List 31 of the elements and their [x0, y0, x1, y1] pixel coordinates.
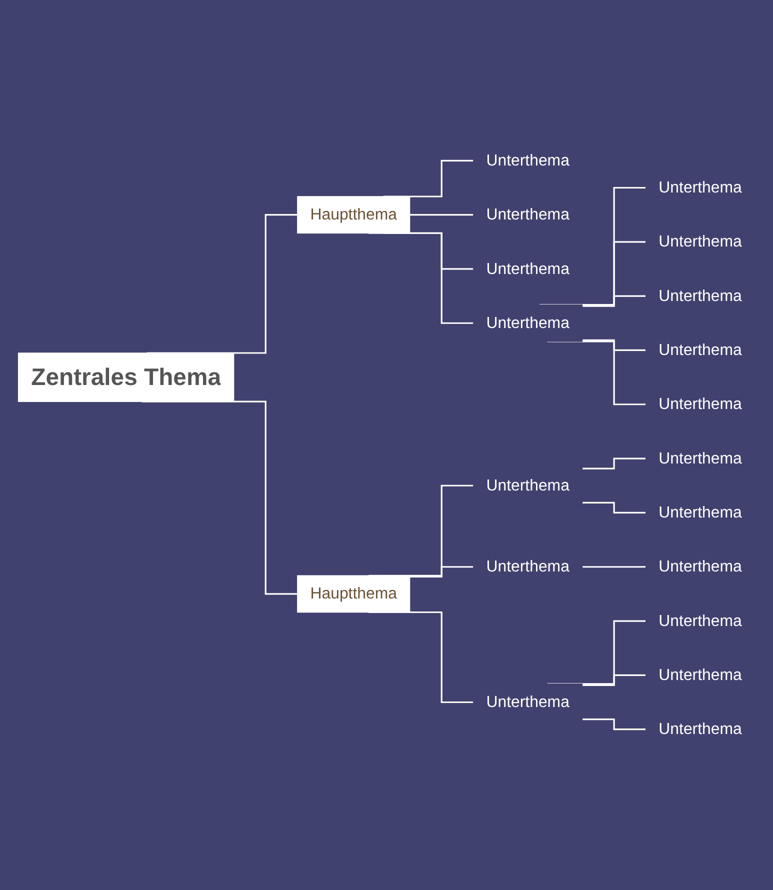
node-text: Unterthema — [486, 206, 570, 224]
node-text: Unterthema — [486, 476, 570, 494]
node-box: Hauptthema — [297, 575, 410, 613]
node-text: Unterthema — [658, 341, 742, 359]
connector — [582, 458, 647, 470]
node-text: Unterthema — [658, 612, 742, 630]
connector — [582, 295, 647, 307]
node-text: Unterthema — [658, 504, 742, 522]
node-text: Unterthema — [658, 450, 742, 468]
connector — [582, 674, 647, 686]
node-text: Unterthema — [486, 558, 570, 576]
node-box: Zentrales Thema — [18, 352, 234, 402]
node-box: Hauptthema — [297, 196, 410, 234]
node-text: Unterthema — [658, 720, 742, 738]
connector — [146, 214, 298, 354]
node-text: Unterthema — [486, 260, 570, 278]
connector — [582, 502, 647, 514]
node-text: Unterthema — [658, 558, 742, 576]
connector — [410, 214, 474, 216]
connector — [547, 340, 647, 406]
node-text: Unterthema — [658, 396, 742, 414]
connector — [582, 566, 647, 568]
node-text: Unterthema — [658, 233, 742, 251]
node-text: Unterthema — [658, 178, 742, 196]
connector — [582, 339, 647, 352]
node-text: Unterthema — [658, 287, 742, 305]
connector — [410, 566, 474, 578]
connector — [582, 718, 647, 730]
node-text: Unterthema — [658, 666, 742, 684]
node-text: Unterthema — [486, 152, 570, 170]
connector — [383, 160, 474, 198]
